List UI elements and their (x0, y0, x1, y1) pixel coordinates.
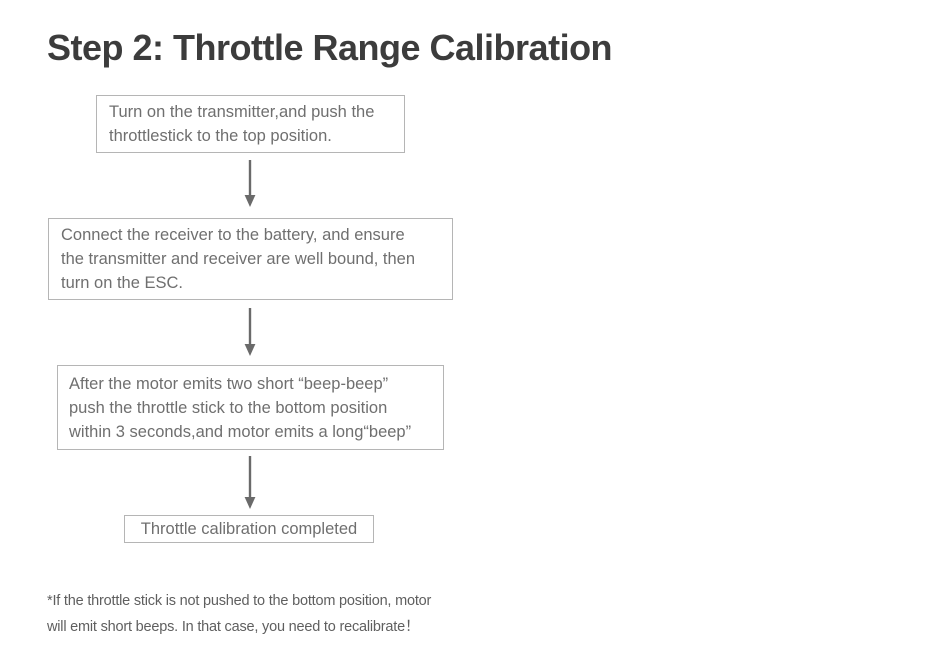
down-arrow-icon (243, 160, 257, 207)
flow-step-1: Turn on the transmitter,and push the thr… (96, 95, 405, 153)
flow-step-4: Throttle calibration completed (124, 515, 374, 543)
flow-step-2-text: Connect the receiver to the battery, and… (61, 226, 416, 292)
flow-step-3-text: After the motor emits two short “beep-be… (69, 374, 412, 441)
down-arrow-icon (243, 308, 257, 356)
flow-step-3: After the motor emits two short “beep-be… (57, 365, 444, 450)
page-title: Step 2: Throttle Range Calibration (47, 27, 613, 68)
flow-step-2: Connect the receiver to the battery, and… (48, 218, 453, 300)
down-arrow-icon (243, 456, 257, 509)
footnote: *If the throttle stick is not pushed to … (47, 593, 432, 635)
flow-step-4-text: Throttle calibration completed (140, 520, 358, 538)
flow-step-1-text: Turn on the transmitter,and push the thr… (109, 103, 375, 145)
